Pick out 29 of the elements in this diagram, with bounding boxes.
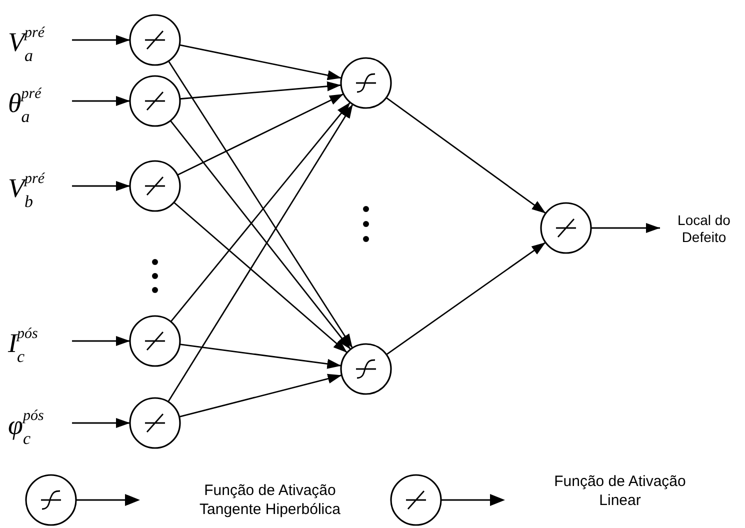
- arrow: [168, 60, 354, 348]
- arrow: [386, 242, 546, 356]
- neuron-circle: [340, 343, 392, 395]
- output-label: Local do Defeito: [676, 212, 732, 246]
- arrow: [72, 418, 130, 428]
- arrow: [591, 223, 660, 233]
- legend-text: Função de Ativação Linear: [553, 472, 687, 510]
- arrow: [168, 104, 354, 402]
- arrow: [180, 81, 342, 100]
- arrow: [177, 93, 344, 176]
- legend-text: Função de Ativação Tangente Hiperbólica: [198, 481, 342, 519]
- neuron-circle: [129, 160, 181, 212]
- arrow: [170, 102, 351, 322]
- neuron-circle: [129, 315, 181, 367]
- neuron-circle: [129, 75, 181, 127]
- neuron-circle: [129, 14, 181, 66]
- neuron-circle: [340, 57, 392, 109]
- neuron-circle: [129, 397, 181, 449]
- arrow: [170, 120, 352, 350]
- arrow: [180, 344, 342, 369]
- neuron-circle: [540, 202, 592, 254]
- arrow: [179, 374, 342, 418]
- arrow: [72, 35, 130, 45]
- arrow: [173, 202, 348, 354]
- arrow: [72, 96, 130, 106]
- arrow: [386, 97, 546, 214]
- arrow: [179, 44, 342, 80]
- arrow: [72, 181, 130, 191]
- arrow: [72, 336, 130, 346]
